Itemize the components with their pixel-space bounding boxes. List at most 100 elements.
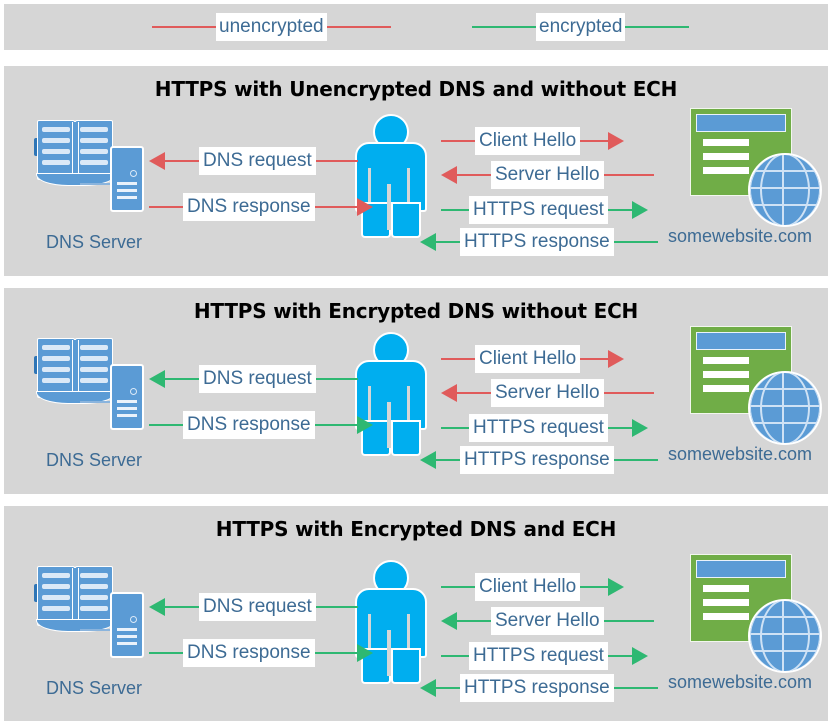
globe-meridian-ellipse	[750, 601, 820, 671]
dns-server-icon	[34, 118, 146, 212]
book-clasp	[34, 584, 39, 602]
legend-rule-left	[472, 26, 536, 28]
flow-line	[441, 655, 469, 657]
book-icon	[34, 564, 116, 632]
book-text-line	[80, 345, 108, 350]
dns-server-label: DNS Server	[46, 678, 143, 698]
arrow-head-left	[149, 370, 165, 388]
list-bar	[705, 385, 749, 392]
flow-https-response: HTTPS response	[420, 446, 658, 474]
person-arm-gap-right	[407, 386, 410, 428]
book-text-line	[42, 127, 70, 132]
book-page-right	[75, 120, 113, 180]
server-vent	[117, 628, 137, 631]
flow-line	[613, 459, 658, 461]
book-text-line	[80, 573, 108, 578]
legend-label-encrypted: encrypted	[536, 13, 626, 41]
flow-line	[607, 655, 632, 657]
server-vent	[117, 196, 137, 199]
network-wire	[80, 401, 114, 403]
arrow-head-right	[356, 416, 373, 434]
legend-label-unencrypted: unencrypted	[216, 13, 327, 41]
flow-line	[436, 241, 460, 243]
flow-line	[149, 206, 183, 208]
flow-label: Server Hello	[491, 379, 604, 407]
arrow-head-left	[420, 679, 436, 697]
arrow-head-right	[608, 132, 625, 150]
arrow-head-right	[631, 647, 648, 665]
globe-icon	[748, 153, 822, 227]
person-leg-gap	[387, 184, 391, 230]
flow-line	[441, 209, 469, 211]
flow-line	[607, 427, 632, 429]
person-leg-gap	[387, 630, 391, 676]
book-text-line	[42, 160, 70, 165]
panel-encrypted-dns-no-ech: HTTPS with Encrypted DNS without ECH	[4, 288, 828, 494]
book-page-right	[75, 338, 113, 398]
flow-label: Client Hello	[475, 345, 581, 373]
book-text-line	[42, 584, 70, 589]
flow-dns-response: DNS response	[149, 639, 373, 667]
flow-https-request: HTTPS request	[441, 196, 648, 224]
book-page-left	[37, 338, 75, 398]
flow-line	[315, 160, 358, 162]
flow-line	[314, 652, 357, 654]
arrow-head-left	[149, 152, 165, 170]
flow-line	[457, 174, 491, 176]
book-text-line	[80, 127, 108, 132]
arrow-head-right	[608, 350, 625, 368]
book-clasp	[34, 138, 39, 156]
panel-title: HTTPS with Encrypted DNS and ECH	[215, 517, 617, 541]
server-vent	[117, 400, 137, 403]
dns-server-label: DNS Server	[46, 450, 143, 470]
book-text-line	[42, 356, 70, 361]
website-icon	[690, 554, 822, 673]
flow-label: Client Hello	[475, 573, 581, 601]
arrow-head-right	[356, 644, 373, 662]
browser-titlebar	[696, 332, 786, 350]
flow-line	[580, 358, 609, 360]
flow-line	[441, 358, 475, 360]
flow-label: Server Hello	[491, 607, 604, 635]
book-icon	[34, 336, 116, 404]
flow-server-hello: Server Hello	[441, 161, 654, 189]
globe-icon	[748, 371, 822, 445]
panel-unencrypted-dns-no-ech: HTTPS with Unencrypted DNS and without E…	[4, 66, 828, 276]
flow-line	[165, 160, 199, 162]
flow-line	[441, 140, 475, 142]
legend-item-unencrypted: unencrypted	[152, 13, 391, 41]
legend-rule-left	[152, 26, 216, 28]
book-text-line	[80, 595, 108, 600]
flow-client-hello: Client Hello	[441, 345, 625, 373]
flow-dns-response: DNS response	[149, 411, 373, 439]
server-power-dot	[130, 170, 137, 177]
network-wire	[80, 183, 114, 185]
panel-title: HTTPS with Unencrypted DNS and without E…	[154, 77, 678, 101]
book-text-line	[42, 345, 70, 350]
book-page-left	[37, 566, 75, 626]
flow-line	[457, 392, 491, 394]
server-tower-icon	[110, 592, 144, 658]
flow-line	[315, 606, 358, 608]
book-page-left	[37, 120, 75, 180]
flow-label: HTTPS response	[460, 674, 614, 702]
flow-https-request: HTTPS request	[441, 642, 648, 670]
flow-label: DNS response	[183, 193, 315, 221]
website-label: somewebsite.com	[668, 226, 813, 246]
flow-line	[457, 620, 491, 622]
arrow-head-left	[420, 451, 436, 469]
list-bar	[705, 585, 749, 592]
flow-line	[149, 424, 183, 426]
book-page-right	[75, 566, 113, 626]
arrow-head-left	[420, 233, 436, 251]
arrow-head-right	[631, 201, 648, 219]
flow-label: HTTPS request	[469, 642, 608, 670]
browser-titlebar	[696, 560, 786, 578]
flow-line	[603, 620, 654, 622]
book-text-line	[42, 595, 70, 600]
book-text-line	[80, 356, 108, 361]
flow-line	[613, 687, 658, 689]
book-text-line	[80, 378, 108, 383]
book-text-line	[80, 149, 108, 154]
legend-rule-right	[326, 26, 391, 28]
